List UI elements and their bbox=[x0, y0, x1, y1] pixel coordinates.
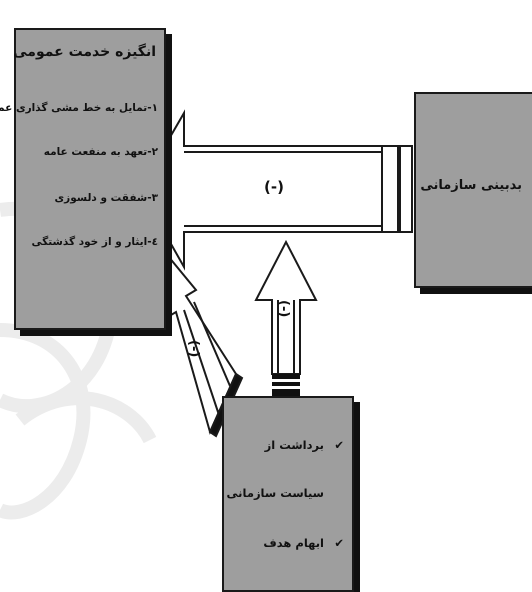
diagonal-arrow bbox=[164, 253, 238, 435]
organizational-cynicism-box: بدبینی سازمانی bbox=[414, 92, 532, 288]
left-box-item: ۲-تعهد به منفعت عامه bbox=[43, 146, 158, 158]
left-box-item: ٤-ایثار و از خود گذشتگی bbox=[31, 236, 158, 248]
bottom-box-bullet: ✔ bbox=[334, 536, 344, 550]
diagonal-arrow-shape bbox=[164, 253, 238, 435]
left-box-title: انگیزه خدمت عمومی bbox=[13, 44, 156, 60]
up-arrow-tail bbox=[272, 374, 300, 396]
main-arrow-tail bbox=[381, 145, 413, 233]
up-arrow bbox=[254, 239, 318, 375]
up-arrow-shape bbox=[254, 239, 318, 375]
main-arrow bbox=[138, 109, 383, 271]
bottom-box-bullet: ✔ bbox=[334, 438, 344, 452]
bottom-box-item2: ابهام هدف bbox=[263, 536, 324, 550]
public-service-motivation-box: انگیزه خدمت عمومی ۱-تمایل به خط مشی گذار… bbox=[0, 28, 166, 330]
left-box-item: ۳-شفقت و دلسوزی bbox=[54, 192, 158, 204]
right-box-label: بدبینی سازمانی bbox=[420, 178, 522, 193]
bottom-box-item1-line2: سیاست سازمانی bbox=[226, 486, 324, 500]
main-arrow-shape bbox=[138, 109, 383, 271]
diagonal-arrow-sign: (-) bbox=[186, 340, 201, 358]
main-arrow-sign: (-) bbox=[264, 178, 284, 196]
antecedents-box: ✔ برداشت از سیاست سازمانی ✔ ابهام هدف bbox=[222, 396, 354, 592]
bottom-box-item1-line1: برداشت از bbox=[264, 438, 324, 452]
left-box-item: ۱-تمایل به خط مشی گذاری عمومی bbox=[0, 102, 158, 114]
up-arrow-sign: (-) bbox=[276, 300, 291, 318]
